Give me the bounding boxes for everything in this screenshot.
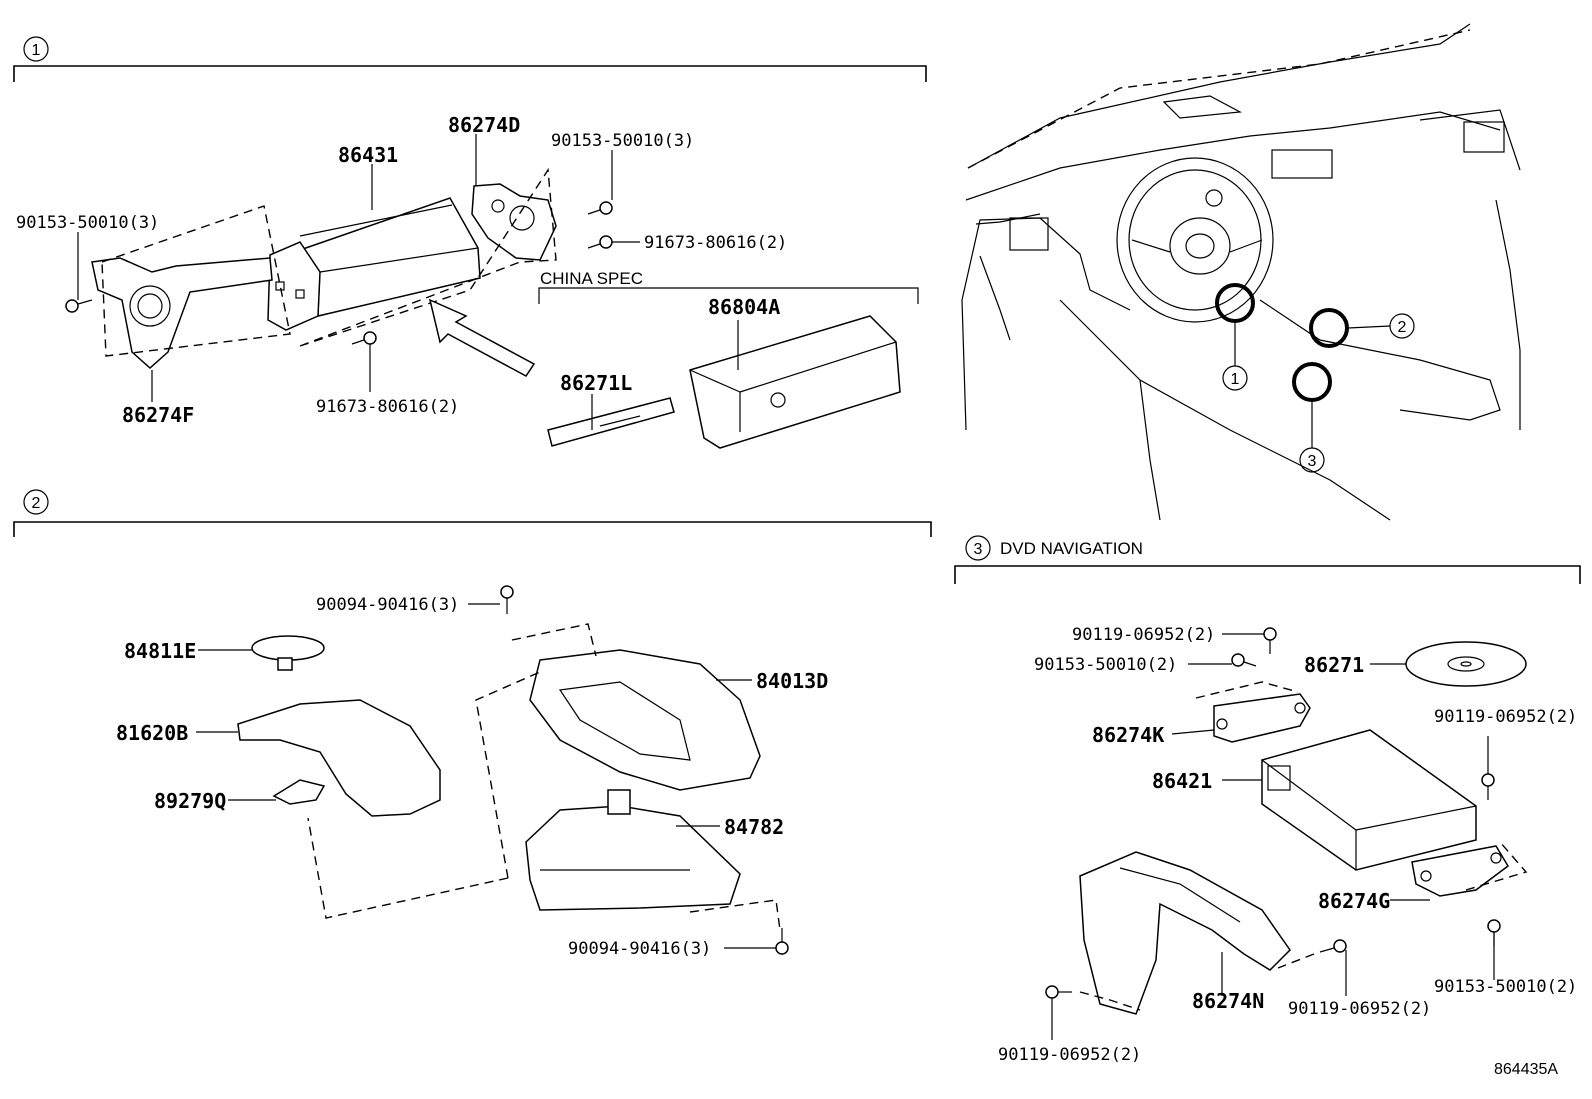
section-2-bracket [13,521,932,537]
section-1-bracket [13,65,927,82]
part-label-90119-06952-2: 90119-06952(2) [1072,625,1215,645]
part-label-91673-80616-2: 91673-80616(2) [644,233,787,253]
location-2-highlight [1309,308,1349,348]
steering-wheel-icon [1116,157,1274,323]
section-3: 3 DVD NAVIGATION 86271 86421 86274K [954,535,1581,1065]
part-label-86431: 86431 [338,143,398,167]
callout-1-marker [1222,365,1248,391]
callout-3-number: 3 [1308,453,1317,470]
part-label-90153-50010-2: 90153-50010(2) [1034,655,1177,675]
screw-icon [775,928,789,955]
navigation-unit-86421 [1261,729,1477,871]
screw-icon [1263,627,1277,654]
dashboard-overview: 1 2 3 [961,23,1521,521]
part-label-84782: 84782 [724,815,784,839]
part-label-84013D: 84013D [756,669,828,693]
location-1-highlight [1215,283,1255,323]
knob-84811E [251,635,325,671]
screw-icon [1231,653,1257,667]
china-spec-label: CHINA SPEC [540,269,643,288]
callout-2-marker [1389,313,1415,339]
section-3-marker [965,535,991,561]
screw-icon [351,331,377,345]
screw-icon [587,235,613,249]
section-3-title: DVD NAVIGATION [1000,539,1143,558]
section-1-number: 1 [32,42,41,59]
trim-89279Q [272,779,326,805]
part-label-86421: 86421 [1152,769,1212,793]
part-label-90094-90416-3: 90094-90416(3) [316,595,459,615]
screw-icon [1319,939,1347,953]
section-2-marker [23,489,49,515]
part-label-86271: 86271 [1304,653,1364,677]
section-2-dashed-top [511,623,597,657]
section-1-dashed-outline-left [101,205,291,357]
section-2-number: 2 [32,495,41,512]
section-3-bracket [954,565,1581,584]
callout-1-number: 1 [1231,371,1240,388]
bracket-86274N [1079,851,1291,1015]
part-label-86271L: 86271L [560,371,632,395]
dash-top-edge [967,23,1471,169]
part-label-86274K: 86274K [1092,723,1164,747]
display-unit-86431 [267,197,481,331]
part-label-90119-06952-2: 90119-06952(2) [1434,707,1577,727]
screw-icon [500,585,514,614]
screw-icon [1481,773,1495,800]
cover-81620B [237,699,441,817]
section-1-dashed-outline-right [299,167,557,347]
screw-icon [65,299,93,313]
part-label-81620B: 81620B [116,721,188,745]
part-label-90153-50010-2: 90153-50010(2) [1434,977,1577,997]
part-label-86804A: 86804A [708,295,780,319]
bracket-86274K [1213,693,1311,743]
part-label-90153-50010-3: 90153-50010(3) [551,131,694,151]
figure-code: 864435A [1494,1061,1558,1078]
section-2-dashed-side [475,671,541,879]
part-label-90119-06952-2: 90119-06952(2) [1288,999,1431,1019]
direction-arrow-icon [428,298,536,377]
screw-icon [587,201,613,215]
section-1-marker [23,36,49,62]
bracket-86274F [91,257,273,370]
section-1: 1 [13,36,927,449]
china-spec-bracket [538,287,919,304]
unit-86804A [689,315,901,449]
location-3-highlight [1292,362,1332,402]
part-label-84811E: 84811E [124,639,196,663]
callout-2-number: 2 [1398,319,1407,336]
part-label-86274F: 86274F [122,403,194,427]
bracket-86274G [1411,845,1509,897]
part-label-91673-80616-2: 91673-80616(2) [316,397,459,417]
shift-assembly-84782 [525,789,741,911]
section-2: 2 90094-90416(3) 84811E 81620B 89279Q 84… [13,489,932,959]
part-label-86274G: 86274G [1318,889,1390,913]
part-label-90119-06952-2: 90119-06952(2) [998,1045,1141,1065]
callout-3-marker [1299,447,1325,473]
part-label-90153-50010-3: 90153-50010(3) [16,213,159,233]
part-label-89279Q: 89279Q [154,789,226,813]
part-label-86274N: 86274N [1192,989,1264,1013]
antenna-86271L [547,397,675,447]
disc-86271 [1405,641,1527,687]
part-label-86274D: 86274D [448,113,520,137]
housing-84013D [529,649,761,791]
section-2-dashed-bottom [307,817,509,919]
section-3-number: 3 [974,541,983,558]
part-label-90094-90416-3: 90094-90416(3) [568,939,711,959]
screw-icon [1045,985,1072,999]
section-2-dashed-screw [689,899,781,931]
